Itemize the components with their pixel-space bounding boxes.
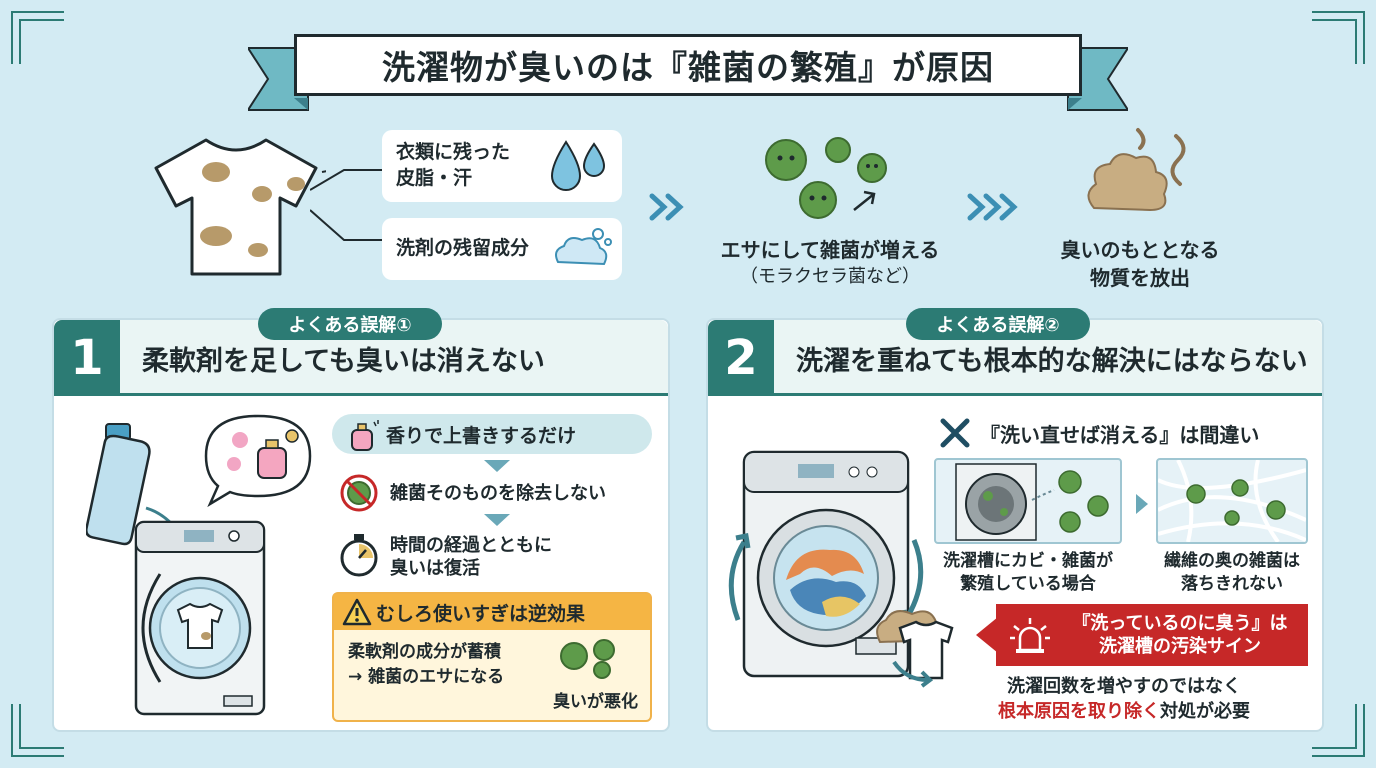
frame-corner-bottom-right [1308, 700, 1368, 760]
cross-icon [940, 418, 970, 448]
conclusion: 洗濯回数を増やすのではなく 根本原因を取り除く対処が必要 [998, 674, 1250, 724]
cause-sebum-line1: 衣類に残った [396, 141, 511, 164]
cause-detergent-label: 洗剤の残留成分 [396, 237, 530, 260]
flow-step2-sub: （モラクセラ菌など） [740, 266, 920, 287]
flow-step2-label: エサにして雑菌が増える [720, 238, 940, 262]
step-odor-returns-line1: 時間の経過とともに [390, 535, 552, 556]
alert-line1: 『洗っているのに臭う』は [1072, 612, 1288, 634]
fiber-germ-image [1156, 458, 1308, 544]
smelly-shirt-icon [876, 610, 954, 688]
triangle-right-icon [1136, 494, 1148, 514]
frame-corner-top-left [8, 8, 68, 68]
detergent-bottle-icon [86, 423, 187, 546]
alert-banner: 『洗っているのに臭う』は 洗濯槽の汚染サイン [996, 604, 1308, 666]
germ-cluster-icon [765, 137, 887, 219]
warning-header: むしろ使いすぎは逆効果 [334, 594, 650, 630]
perfume-icon [351, 420, 379, 451]
page-title: 洗濯物が臭いのは『雑菌の繁殖』が原因 [294, 34, 1082, 96]
caption-fiber-germ: 繊維の奥の雑菌は 落ちきれない [1150, 550, 1314, 596]
alert-line2: 洗濯槽の汚染サイン [1098, 636, 1261, 657]
conclusion-highlight: 根本原因を取り除く [998, 701, 1160, 723]
flow-step3-line1: 臭いのもととなる [1060, 238, 1220, 262]
frame-corner-top-right [1308, 8, 1368, 68]
bubbles-icon [555, 228, 612, 266]
warning-body-line2: → 雑菌のエサになる [348, 666, 505, 687]
flow-step3: 臭いのもととなる 物質を放出 [1030, 236, 1250, 292]
washer-door-icon [141, 573, 162, 683]
chevron-arrows-icon [967, 193, 1018, 221]
warning-result: 臭いが悪化 [553, 692, 638, 712]
step-fragrance: 香りで上書きするだけ [332, 414, 652, 454]
caption-fiber-germ-line2: 落ちきれない [1181, 573, 1283, 594]
odor-cloud-icon [1087, 128, 1186, 212]
panel-2-number: 2 [708, 320, 774, 396]
step-not-remove: 雑菌そのものを除去しない [390, 483, 606, 504]
caption-fiber-germ-line1: 繊維の奥の雑菌は [1164, 551, 1300, 571]
germ-icon [560, 639, 615, 679]
flow-step3-line2: 物質を放出 [1090, 266, 1190, 290]
mistake-statement: 『洗い直せば消える』は間違い [938, 416, 1259, 450]
step-arrow-icon [484, 460, 510, 472]
panel-1-badge: よくある誤解① [258, 308, 442, 340]
water-drop-icon [550, 140, 606, 191]
ribbon-decoration [248, 47, 1128, 111]
caption-drum-mold-line1: 洗濯槽にカビ・雑菌が [943, 551, 1113, 571]
conclusion-line1: 洗濯回数を増やすのではなく [1007, 676, 1241, 697]
caption-drum-mold: 洗濯槽にカビ・雑菌が 繁殖している場合 [934, 550, 1122, 596]
connector-lines [310, 169, 384, 241]
conclusion-line2: 根本原因を取り除く対処が必要 [998, 699, 1250, 724]
title-ribbon: 洗濯物が臭いのは『雑菌の繁殖』が原因 [248, 22, 1128, 112]
stained-tshirt-icon [154, 138, 326, 276]
washing-machine-icon [134, 520, 266, 716]
warning-title: むしろ使いすぎは逆効果 [376, 602, 586, 625]
prohibited-germ-icon [340, 474, 378, 512]
step-odor-returns-line2: 臭いは復活 [390, 558, 480, 580]
chevron-arrows-icon [649, 193, 684, 221]
moldy-drum-icon [955, 463, 1109, 541]
flow-step2: エサにして雑菌が増える （モラクセラ菌など） [700, 236, 960, 289]
panel-2-title: 洗濯を重ねても根本的な解決にはならない [796, 345, 1308, 377]
cause-sebum-line2: 皮脂・汗 [396, 167, 473, 189]
panel-2-badge: よくある誤解② [906, 308, 1090, 340]
perfume-bubble-icon [204, 414, 312, 508]
warning-box: むしろ使いすぎは逆効果 柔軟剤の成分が蓄積 → 雑菌のエサになる 臭いが悪化 [332, 592, 652, 722]
step-fragrance-label: 香りで上書きするだけ [386, 424, 577, 447]
washing-machine-rotating-icon [728, 450, 924, 678]
alert-pointer [976, 617, 998, 653]
fiber-germ-icon [1157, 459, 1307, 544]
stopwatch-icon [340, 534, 378, 577]
mistake-statement-label: 『洗い直せば消える』は間違い [980, 422, 1260, 447]
caption-drum-mold-line2: 繁殖している場合 [960, 573, 1096, 594]
frame-corner-bottom-left [8, 700, 68, 760]
warning-body: 柔軟剤の成分が蓄積 → 雑菌のエサになる [348, 640, 504, 689]
cause-detergent-box: 洗剤の残留成分 [382, 218, 622, 280]
warning-icon [342, 598, 372, 626]
conclusion-end: 対処が必要 [1160, 701, 1250, 723]
panel-1-title: 柔軟剤を足しても臭いは消えない [142, 345, 545, 377]
warning-body-line1: 柔軟剤の成分が蓄積 [348, 642, 501, 662]
siren-icon [1010, 618, 1050, 653]
cause-sebum-box: 衣類に残った 皮脂・汗 [382, 130, 622, 202]
step-odor-returns: 時間の経過とともに 臭いは復活 [390, 534, 552, 581]
step-arrow-icon [484, 514, 510, 526]
panel-1-number: 1 [54, 320, 120, 396]
drum-mold-image [934, 458, 1122, 544]
